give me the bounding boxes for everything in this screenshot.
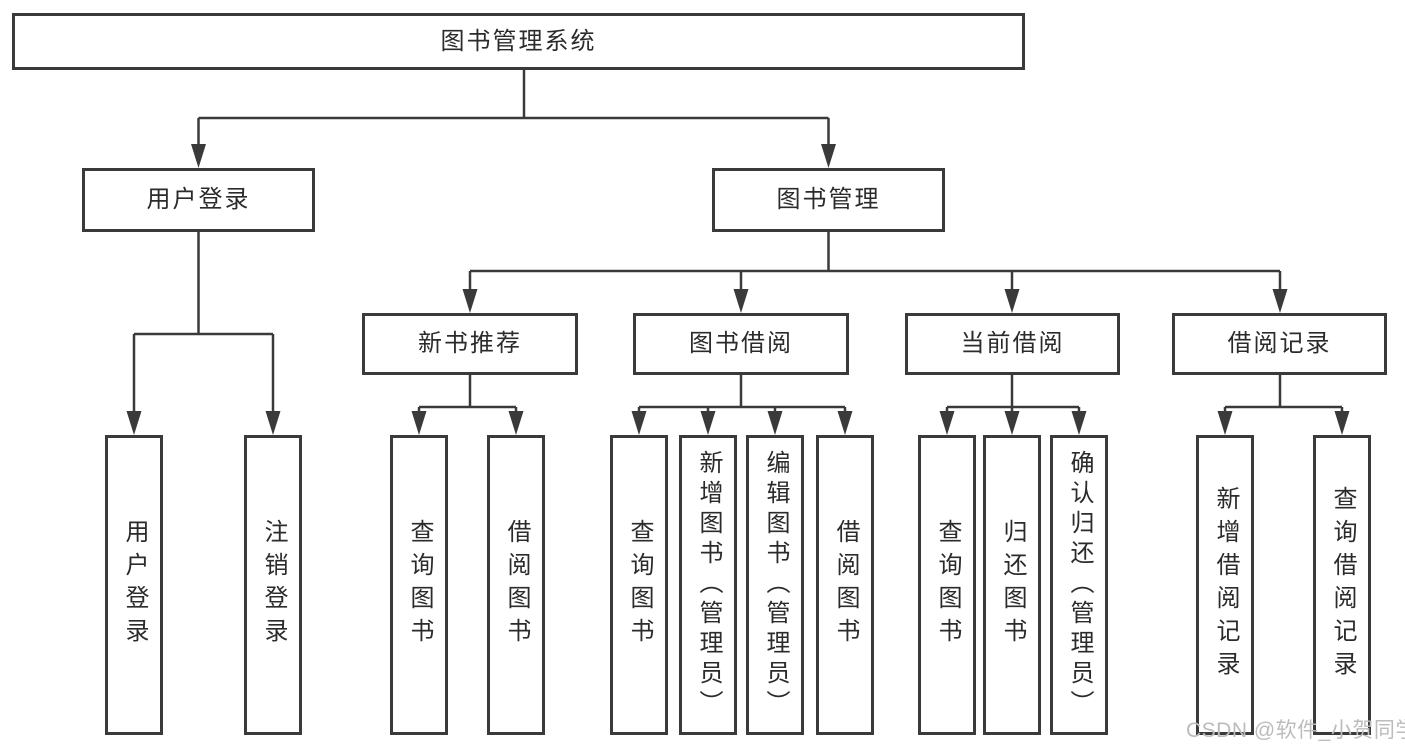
leaf-borrow-query-book-label: 查询图书 [626,519,653,651]
leaf-add-borrow-record: 新增借阅记录 [1196,435,1254,735]
leaf-borrow-book-label: 借阅图书 [832,519,859,651]
leaf-add-book-admin: 新增图书（管理员） [679,435,737,735]
node-book-management: 图书管理 [712,168,945,232]
node-user-login: 用户登录 [82,168,315,232]
leaf-current-query-book-label: 查询图书 [934,519,961,651]
node-user-login-label: 用户登录 [146,186,251,213]
leaf-borrow-book: 借阅图书 [816,435,874,735]
leaf-user-login: 用户登录 [105,435,163,735]
csdn-watermark: CSDN @软件_小贺同学 [1186,719,1405,742]
node-book-management-label: 图书管理 [776,186,881,213]
leaf-recommend-query-book: 查询图书 [390,435,448,735]
leaf-recommend-borrow-book-label: 借阅图书 [503,519,530,651]
node-new-book-recommend: 新书推荐 [362,313,578,375]
leaf-recommend-query-book-label: 查询图书 [406,519,433,651]
leaf-edit-book-admin: 编辑图书（管理员） [746,435,804,735]
leaf-recommend-borrow-book: 借阅图书 [487,435,545,735]
leaf-add-book-admin-label: 新增图书（管理员） [695,450,722,720]
leaf-query-borrow-record: 查询借阅记录 [1313,435,1371,735]
node-current-borrow-label: 当前借阅 [960,330,1065,357]
leaf-return-book-label: 归还图书 [999,519,1026,651]
leaf-user-login-label: 用户登录 [121,519,148,651]
node-current-borrow: 当前借阅 [905,313,1120,375]
leaf-current-query-book: 查询图书 [918,435,976,735]
leaf-return-book: 归还图书 [983,435,1041,735]
leaf-confirm-return-admin: 确认归还（管理员） [1050,435,1108,735]
node-book-borrow-label: 图书借阅 [689,330,793,357]
node-borrow-records: 借阅记录 [1172,313,1387,375]
leaf-query-borrow-record-label: 查询借阅记录 [1329,486,1356,684]
leaf-edit-book-admin-label: 编辑图书（管理员） [762,450,789,720]
leaf-borrow-query-book: 查询图书 [610,435,668,735]
leaf-logout-label: 注销登录 [260,519,287,651]
node-new-book-recommend-label: 新书推荐 [418,330,522,357]
leaf-logout: 注销登录 [244,435,302,735]
node-borrow-records-label: 借阅记录 [1227,330,1332,357]
arrowheads [126,144,1350,435]
node-book-borrow: 图书借阅 [633,313,849,375]
node-library-system-label: 图书管理系统 [440,27,597,55]
leaf-confirm-return-admin-label: 确认归还（管理员） [1066,450,1093,720]
node-library-system: 图书管理系统 [12,13,1025,70]
leaf-add-borrow-record-label: 新增借阅记录 [1212,486,1239,684]
